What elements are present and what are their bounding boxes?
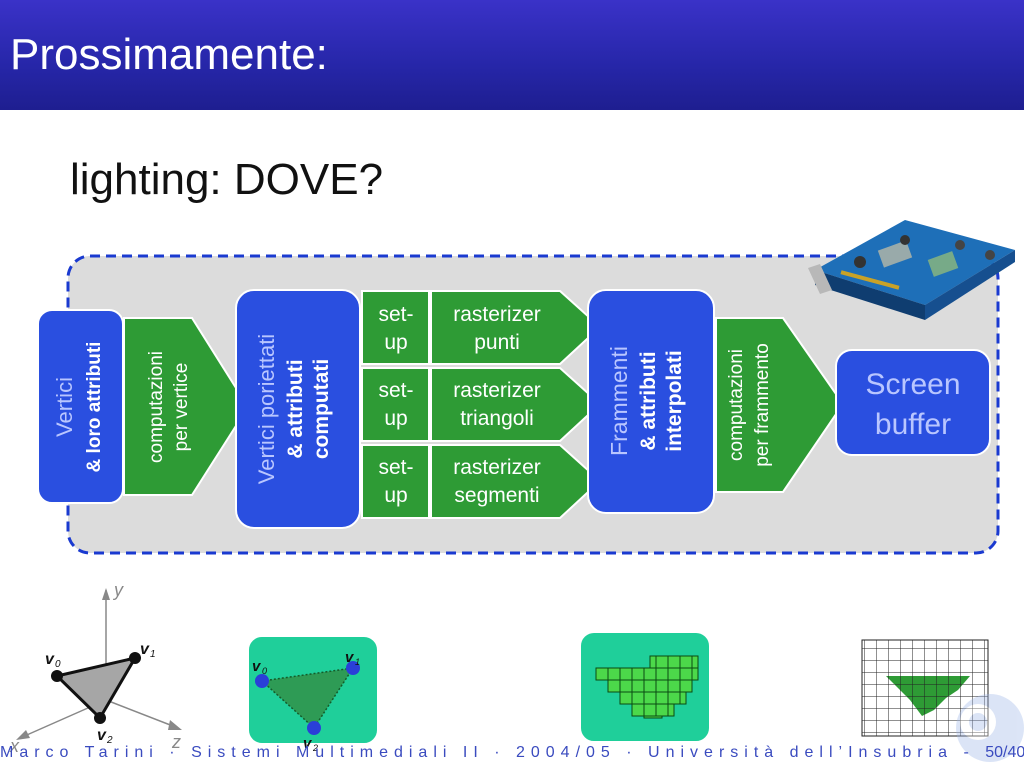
- setup-label-2: up: [384, 407, 407, 430]
- interpolati-label: interpolati: [663, 350, 686, 452]
- footer-text: Marco Tarini · Sistemi Multimediali II ·…: [0, 744, 986, 761]
- rasterizer-type-label: triangoli: [460, 407, 534, 430]
- university-logo: [956, 694, 1024, 762]
- fragments-figure: [579, 631, 711, 743]
- frammenti-attr-label: & attributi: [637, 351, 660, 450]
- rasterizer-type-label: segmenti: [454, 484, 539, 507]
- setup-row-triangoli: set- up rasterizer triangoli: [361, 367, 602, 442]
- graphics-card-image: [808, 220, 1015, 320]
- axis-y-label: y: [112, 580, 124, 600]
- slide-subtitle: lighting: DOVE?: [70, 155, 384, 204]
- attributi-label: & attributi: [284, 359, 307, 458]
- footer: Marco Tarini · Sistemi Multimediali II ·…: [0, 744, 1024, 768]
- v2-label: v: [97, 727, 107, 744]
- rasterizer-label: rasterizer: [453, 379, 541, 402]
- v0-label: v: [252, 658, 262, 675]
- v2-subscript: 2: [312, 743, 318, 753]
- setup-label: set-: [378, 303, 413, 326]
- axes-triangle-figure: y x z v 0 v 1 v 2: [9, 580, 182, 756]
- setup-label: set-: [378, 379, 413, 402]
- v0-label: v: [45, 651, 55, 668]
- computati-label: computati: [310, 359, 333, 459]
- v1-subscript: 1: [355, 657, 360, 667]
- comp-frammento-arrow: [715, 317, 845, 493]
- comp-vertice-arrow: [123, 317, 250, 496]
- page-title: Prossimamente:: [10, 30, 328, 79]
- page-number: 50/40: [985, 744, 1024, 761]
- v0-subscript: 0: [55, 659, 61, 670]
- comp-vertice-label-2: per vertice: [171, 363, 192, 452]
- vertici-box: [37, 309, 124, 504]
- vertici-attr-label: & loro attributi: [84, 342, 105, 473]
- frammenti-label: Frammenti: [606, 346, 632, 456]
- rasterizer-label: rasterizer: [453, 303, 541, 326]
- screen-buffer-label-1: Screen: [865, 368, 960, 401]
- v2-subscript: 2: [106, 735, 113, 746]
- comp-frammento-label-2: per frammento: [752, 343, 773, 467]
- vertici-label: Vertici: [52, 377, 77, 437]
- axis-z-label: z: [171, 732, 181, 752]
- setup-row-punti: set- up rasterizer punti: [361, 290, 602, 365]
- screen-buffer-label-2: buffer: [875, 408, 951, 441]
- v1-label: v: [140, 641, 150, 658]
- v2-label: v: [303, 735, 313, 752]
- setup-row-segmenti: set- up rasterizer segmenti: [361, 444, 602, 519]
- v0-subscript: 0: [262, 666, 267, 676]
- vertici-proiettati-box: [235, 289, 361, 529]
- v1-label: v: [345, 649, 355, 666]
- rasterizer-type-label: punti: [474, 331, 520, 354]
- axis-x-label: x: [9, 736, 20, 756]
- setup-label-2: up: [384, 331, 407, 354]
- setup-label-2: up: [384, 484, 407, 507]
- frammenti-box: [587, 289, 715, 514]
- rasterizer-label: rasterizer: [453, 456, 541, 479]
- comp-frammento-label-1: computazioni: [726, 349, 747, 461]
- projected-triangle-figure: v 0 v 1 v 2: [247, 635, 379, 753]
- vertici-proiettati-label: Vertici poriettati: [254, 334, 279, 484]
- header-bar: Prossimamente:: [0, 0, 1024, 110]
- comp-vertice-label-1: computazioni: [146, 351, 167, 463]
- setup-label: set-: [378, 456, 413, 479]
- screen-buffer-box: [835, 349, 991, 456]
- screen-buffer-grid: [861, 639, 989, 737]
- v1-subscript: 1: [150, 649, 156, 660]
